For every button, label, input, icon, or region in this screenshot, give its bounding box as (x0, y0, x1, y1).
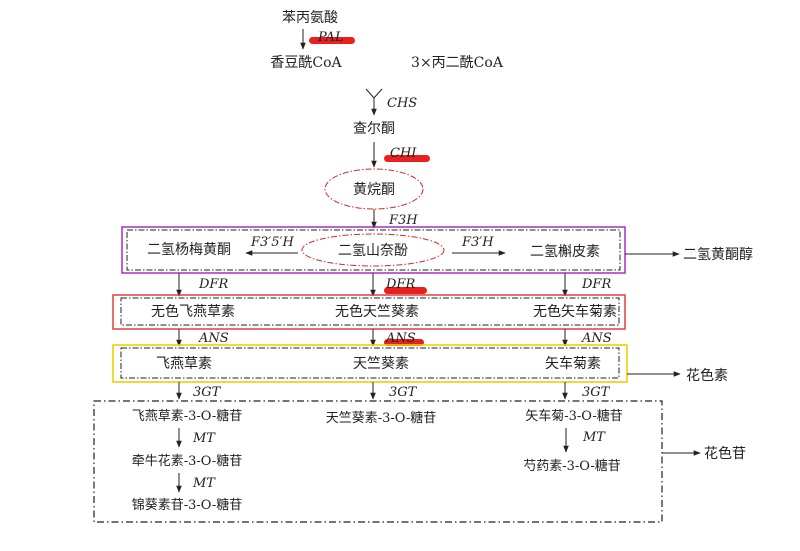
dihydrokaempferol-label: 二氢山奈酚 (338, 243, 408, 259)
cyanidin-label: 矢车菊素 (545, 355, 601, 372)
chs-merge-lines (365, 88, 383, 99)
anthocyanin-group-label: 花色苷 (704, 445, 746, 462)
leucodelphinidin-label: 无色飞燕草素 (151, 303, 235, 320)
3gt-enzyme-label-left: 3GT (193, 385, 222, 400)
anthocyanidin-inner-box (120, 347, 620, 379)
pelargonidin-glycoside-label: 天竺葵素-3-O-糖苷 (326, 410, 437, 426)
petunidin-glycoside-label: 牵牛花素-3-O-糖苷 (132, 453, 243, 469)
anthocyanidin-group-label: 花色素 (686, 367, 728, 384)
chi-highlight (384, 155, 430, 162)
dfr-enzyme-label-right: DFR (581, 277, 611, 292)
ans-enzyme-label-center: ANS (385, 331, 416, 346)
f3p5ph-enzyme-label: F3′5′H (250, 235, 294, 250)
dihydrokaempferol-ellipse (301, 233, 445, 267)
pelargonidin-label: 天竺葵素 (353, 356, 409, 372)
phenylalanine-label: 苯丙氨酸 (282, 9, 338, 26)
dfr-enzyme-label-center: DFR (385, 277, 415, 292)
f3ph-enzyme-label: F3′H (461, 235, 494, 250)
chalcone-label: 查尔酮 (353, 121, 395, 137)
mt-enzyme-label-1: MT (192, 431, 216, 446)
leucoanthocyanidin-outer-box (112, 294, 626, 330)
ans-enzyme-label-right: ANS (581, 331, 612, 346)
f3h-enzyme-label: F3H (388, 213, 418, 228)
dihydroquercetin-label: 二氢槲皮素 (530, 244, 600, 260)
leucocyanidin-label: 无色矢车菊素 (533, 303, 617, 320)
chs-enzyme-label: CHS (387, 96, 417, 111)
delphinidin-label: 飞燕草素 (156, 356, 212, 372)
ans-enzyme-label-left: ANS (198, 331, 229, 346)
dfr-highlight (384, 287, 427, 294)
coumaroyl-coa-label: 香豆酰CoA (270, 55, 342, 71)
malvidin-glycoside-label: 锦葵素苷-3-O-糖苷 (132, 497, 243, 513)
delphinidin-glycoside-label: 飞燕草素-3-O-糖苷 (132, 408, 243, 424)
pal-enzyme-label: PAL (317, 30, 344, 45)
cyanidin-glycoside-label: 矢车菊-3-O-糖苷 (525, 408, 623, 424)
3gt-enzyme-label-right: 3GT (582, 385, 611, 400)
malonyl-coa-label: 3×丙二酰CoA (411, 55, 504, 71)
mt-enzyme-label-3: MT (582, 430, 606, 445)
flavanone-ellipse (324, 168, 424, 210)
mt-enzyme-label-2: MT (192, 476, 216, 491)
pal-highlight (309, 37, 355, 44)
dihydroflavonol-inner-box (126, 229, 621, 271)
dihydroflavonol-group-label: 二氢黄酮醇 (683, 246, 753, 263)
leucoanthocyanidin-inner-box (120, 297, 620, 326)
peonidin-glycoside-label: 芍药素-3-O-糖苷 (523, 458, 621, 474)
flavanone-label: 黄烷酮 (353, 181, 395, 198)
3gt-enzyme-label-center: 3GT (389, 385, 418, 400)
anthocyanidin-outer-box (112, 344, 628, 383)
anthocyanin-box (93, 400, 663, 523)
chi-enzyme-label: CHI (390, 146, 417, 161)
dihydromyricetin-label: 二氢杨梅黄酮 (147, 241, 231, 258)
dfr-enzyme-label-left: DFR (198, 277, 228, 292)
leucopelargonidin-label: 无色天竺葵素 (335, 303, 419, 320)
